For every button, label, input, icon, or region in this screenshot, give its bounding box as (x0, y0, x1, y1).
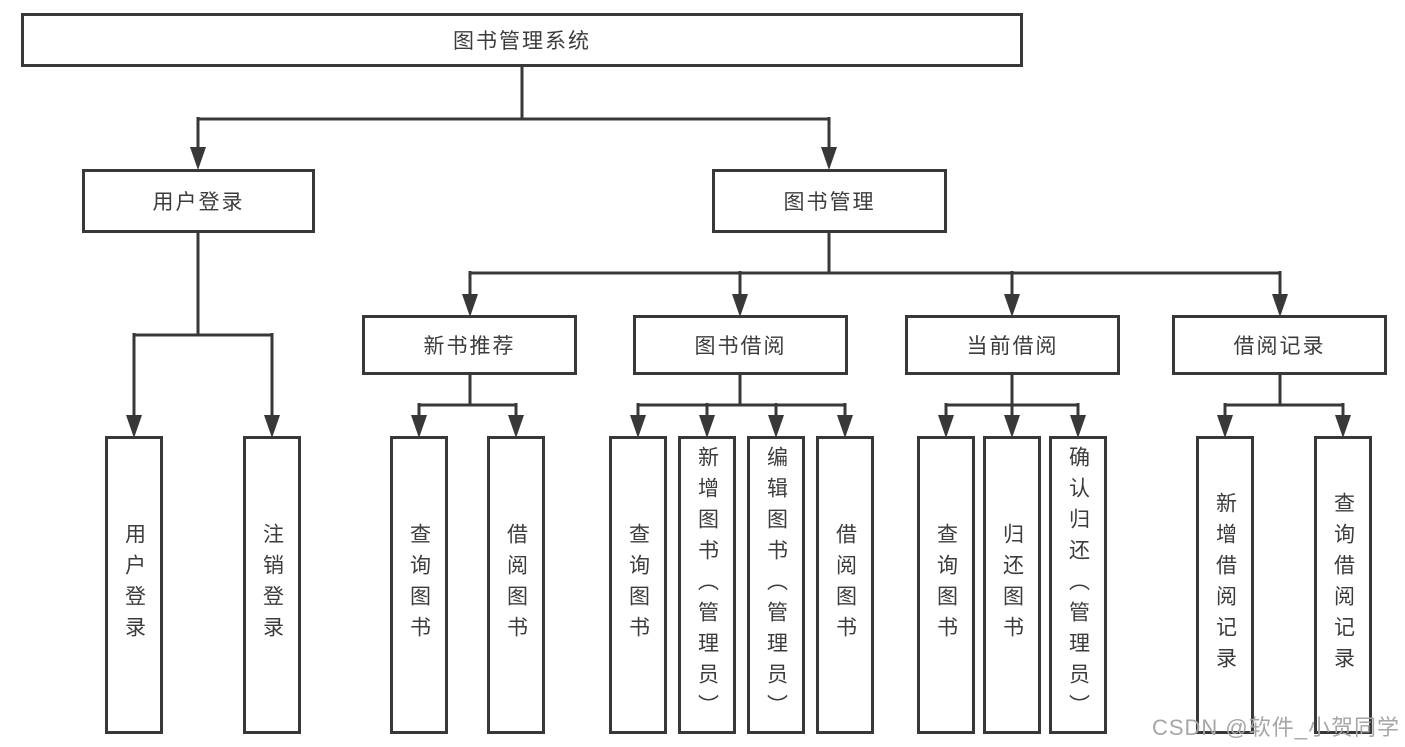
node-label: 新增图书（管理员） (695, 445, 719, 725)
node-label: 注销登录 (260, 523, 284, 647)
node-label: 借阅记录 (1233, 335, 1326, 358)
node-label: 借阅图书 (504, 523, 528, 647)
node-label: 用户登录 (152, 191, 245, 214)
node-book-management: 图书管理 (712, 169, 947, 233)
node-label: 查询借阅记录 (1331, 492, 1355, 678)
node-label: 新书推荐 (423, 335, 516, 358)
node-label: 确认归还（管理员） (1066, 445, 1090, 725)
node-label: 查询图书 (626, 523, 650, 647)
leaf-borrow-books-recommend: 借阅图书 (487, 436, 545, 734)
node-book-borrowing: 图书借阅 (633, 315, 848, 375)
node-label: 图书管理 (783, 191, 876, 214)
leaf-return-books: 归还图书 (983, 436, 1041, 734)
node-label: 查询图书 (407, 523, 431, 647)
leaf-query-books-borrowing: 查询图书 (609, 436, 667, 734)
node-borrowing-records: 借阅记录 (1172, 315, 1387, 375)
leaf-confirm-return-admin: 确认归还（管理员） (1049, 436, 1107, 734)
node-label: 当前借阅 (966, 335, 1059, 358)
csdn-watermark: CSDN @软件_小贺同学 (1151, 715, 1400, 740)
leaf-add-borrow-record: 新增借阅记录 (1196, 436, 1254, 734)
leaf-query-books-current: 查询图书 (917, 436, 975, 734)
leaf-edit-books-admin: 编辑图书（管理员） (747, 436, 805, 734)
node-label: 图书管理系统 (453, 30, 591, 53)
leaf-logout: 注销登录 (243, 436, 301, 734)
node-label: 图书借阅 (694, 335, 787, 358)
arrowheads (126, 147, 1351, 438)
node-label: 查询图书 (934, 523, 958, 647)
node-new-book-recommendation: 新书推荐 (362, 315, 577, 375)
node-current-borrowing: 当前借阅 (905, 315, 1120, 375)
node-library-management-system: 图书管理系统 (21, 13, 1023, 67)
leaf-query-books-recommend: 查询图书 (390, 436, 448, 734)
node-label: 用户登录 (122, 523, 146, 647)
node-label: 归还图书 (1000, 523, 1024, 647)
node-label: 编辑图书（管理员） (764, 445, 788, 725)
node-label: 借阅图书 (833, 523, 857, 647)
leaf-query-borrow-record: 查询借阅记录 (1314, 436, 1372, 734)
leaf-borrow-books-borrowing: 借阅图书 (816, 436, 874, 734)
node-user-login: 用户登录 (82, 169, 315, 233)
node-label: 新增借阅记录 (1213, 492, 1237, 678)
leaf-user-login: 用户登录 (105, 436, 163, 734)
leaf-add-books-admin: 新增图书（管理员） (678, 436, 736, 734)
